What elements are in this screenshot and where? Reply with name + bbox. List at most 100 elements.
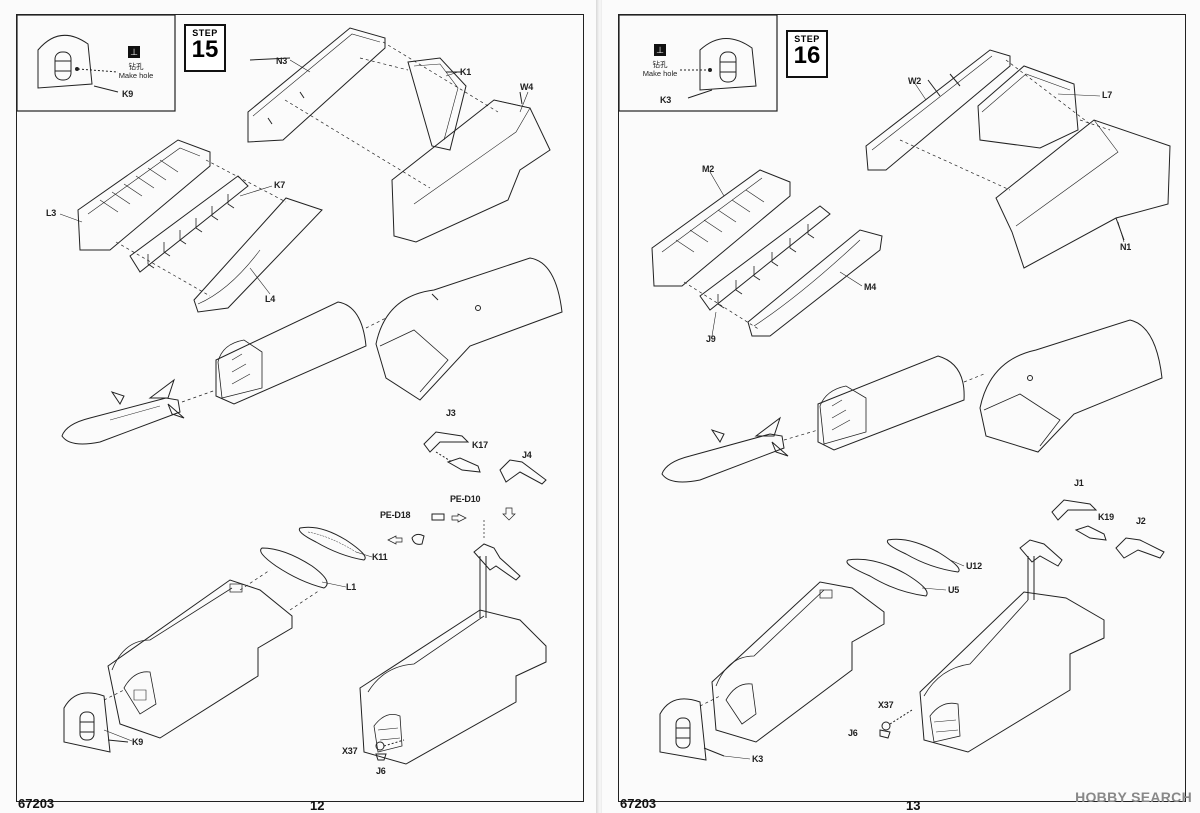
label-n3: N3 <box>276 56 288 66</box>
label-k17: K17 <box>472 440 488 450</box>
label-l7: L7 <box>1102 90 1113 100</box>
part-j4 <box>499 459 547 485</box>
part-j1 <box>1051 499 1098 521</box>
guide-lines-top-left <box>284 41 499 189</box>
product-code-left: 67203 <box>18 796 55 811</box>
part-n1 <box>995 119 1171 269</box>
pylon-assembled-left <box>473 543 521 618</box>
step-number: 16 <box>793 42 821 69</box>
part-j9 <box>699 205 831 311</box>
part-l4 <box>193 197 323 313</box>
label-k11: K11 <box>372 552 388 562</box>
guide-lines-top-right <box>899 59 1111 191</box>
arrow-down-left <box>502 507 516 521</box>
pod-bottom-left <box>107 579 293 739</box>
label-l4: L4 <box>265 294 276 304</box>
make-hole-cn: 钻孔 <box>128 62 144 71</box>
make-hole-note-left: 钻孔 Make hole <box>116 62 156 80</box>
part-u5 <box>846 558 928 597</box>
guide-lines-rack-right <box>683 281 761 331</box>
drill-icon: ⊥ <box>128 46 140 58</box>
missile-right <box>661 416 789 483</box>
step-word: STEP <box>794 34 820 44</box>
label-k9: K9 <box>132 737 144 747</box>
guide-lines-rack-left <box>115 159 287 297</box>
inset-box-left <box>16 14 176 112</box>
label-j2: J2 <box>1136 516 1146 526</box>
pod-shell-left <box>375 257 563 401</box>
page-number-right: 13 <box>906 798 921 813</box>
part-k17 <box>435 451 481 473</box>
label-u12: U12 <box>966 561 982 571</box>
part-x37-j6-right <box>879 709 913 739</box>
pylon-assembled-right <box>1019 539 1063 600</box>
label-w4: W4 <box>520 82 534 92</box>
inset-part-k3 <box>680 38 757 99</box>
pod-bottom-right-right <box>919 591 1105 753</box>
label-j1: J1 <box>1074 478 1084 488</box>
pod-bottom-left-right <box>711 581 885 743</box>
part-m2-rack <box>651 169 791 287</box>
pod-forward-right <box>817 355 965 451</box>
label-k7: K7 <box>274 180 286 190</box>
step-badge-16: STEP 16 <box>786 30 828 78</box>
left-page-frame <box>16 14 584 802</box>
label-l1: L1 <box>346 582 357 592</box>
step-number: 15 <box>191 36 219 63</box>
guide-lines-l1-left <box>239 569 321 611</box>
label-j6: J6 <box>376 766 386 776</box>
label-m2: M2 <box>702 164 715 174</box>
label-j6-right: J6 <box>848 728 858 738</box>
part-n3-panel <box>247 27 386 143</box>
book-gutter <box>596 0 604 813</box>
make-hole-en: Make hole <box>118 71 154 80</box>
page-number-left: 12 <box>310 798 325 813</box>
step-word: STEP <box>192 28 218 38</box>
label-m4: M4 <box>864 282 877 292</box>
label-n1: N1 <box>1120 242 1132 252</box>
part-j3 <box>423 431 470 453</box>
arrow-pe-d10 <box>451 513 467 523</box>
arrow-pe-d18 <box>387 535 403 545</box>
label-k1: K1 <box>460 67 472 77</box>
label-j9: J9 <box>706 334 716 344</box>
part-w4 <box>391 91 551 243</box>
inset-label-k9: K9 <box>122 89 134 99</box>
make-hole-en: Make hole <box>642 69 678 78</box>
step-badge-15: STEP 15 <box>184 24 226 72</box>
label-w2: W2 <box>908 76 922 86</box>
missile-left <box>61 378 185 445</box>
label-pe-d18: PE-D18 <box>380 510 411 520</box>
label-x37: X37 <box>342 746 358 756</box>
label-k3: K3 <box>752 754 764 764</box>
product-code-right: 67203 <box>620 796 657 811</box>
part-l7 <box>977 65 1079 149</box>
part-x37-j6-left <box>375 739 405 761</box>
label-u5: U5 <box>948 585 960 595</box>
part-k19 <box>1074 525 1107 541</box>
inset-part-k9 <box>37 34 119 93</box>
label-l3: L3 <box>46 208 57 218</box>
part-k3-shell <box>659 698 725 761</box>
part-j2 <box>1115 537 1165 559</box>
make-hole-note-right: 钻孔 Make hole <box>640 60 680 78</box>
inset-label-k3: K3 <box>660 95 672 105</box>
label-x37-right: X37 <box>878 700 894 710</box>
part-u12 <box>886 538 960 573</box>
inset-box-right <box>618 14 778 112</box>
part-k9-shell <box>63 692 129 753</box>
right-page-frame <box>618 14 1186 802</box>
watermark: HOBBY SEARCH <box>1075 789 1192 805</box>
pod-forward-left <box>215 301 367 405</box>
part-l3-rack <box>77 139 211 251</box>
left-page <box>0 0 598 813</box>
right-page <box>602 0 1200 813</box>
part-k11 <box>298 526 366 561</box>
part-k1 <box>407 57 467 151</box>
part-w2 <box>865 49 1011 171</box>
label-pe-d10: PE-D10 <box>450 494 481 504</box>
label-k19: K19 <box>1098 512 1114 522</box>
make-hole-cn: 钻孔 <box>652 60 668 69</box>
pe-d10-part <box>431 513 445 521</box>
